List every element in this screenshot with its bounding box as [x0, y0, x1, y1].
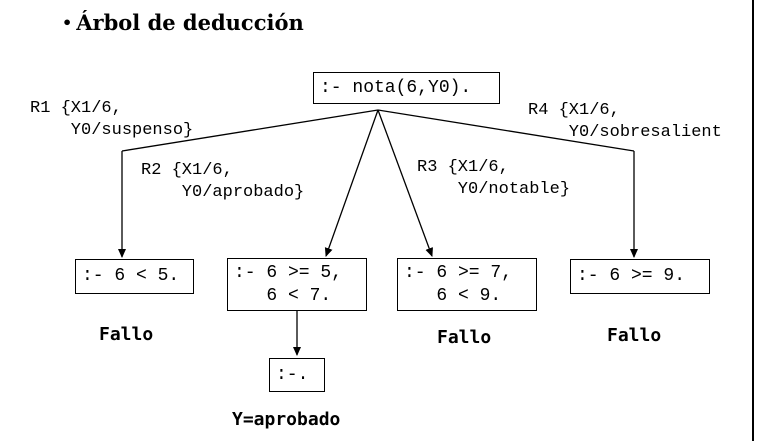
edge-arrow-r1 [121, 109, 379, 152]
goal-box-2: :- 6 >= 5, 6 < 7. [227, 258, 367, 311]
fail-label-4: Fallo [607, 325, 662, 346]
fail-label-3: Fallo [437, 327, 492, 348]
edge-label-r3-subst: Y0/notable} [417, 180, 571, 199]
edge-arrow-r2 [324, 109, 379, 257]
edge-arrow-r4 [377, 109, 635, 152]
edge-label-r2: R2 {X1/6, Y0/aprobado} [141, 160, 304, 204]
edge-arrow-r3 [377, 109, 433, 257]
edge-label-r3: R3 {X1/6, Y0/notable} [417, 157, 570, 201]
edge-label-r4-rule: R4 {X1/6, [528, 101, 620, 120]
edge-label-r2-rule: R2 {X1/6, [141, 161, 233, 180]
goal-box-3: :- 6 >= 7, 6 < 9. [397, 258, 537, 311]
edge-label-r2-subst: Y0/aprobado} [141, 183, 305, 202]
answer-label: Y=aprobado [232, 409, 341, 430]
edge-label-r1: R1 {X1/6, Y0/suspenso} [30, 98, 193, 142]
edge-label-r4: R4 {X1/6, Y0/sobresalient [528, 100, 722, 144]
page-margin-line [752, 0, 754, 441]
goal-box-1: :- 6 < 5. [75, 259, 194, 294]
edge-label-r1-rule: R1 {X1/6, [30, 99, 122, 118]
bullet-icon: • [62, 13, 73, 32]
fail-label-1: Fallo [99, 324, 154, 345]
goal-box-4: :- 6 >= 9. [570, 259, 710, 294]
title-text: Árbol de deducción [76, 10, 304, 35]
root-goal-box: :- nota(6,Y0). [313, 72, 500, 104]
edge-label-r3-rule: R3 {X1/6, [417, 158, 509, 177]
edge-label-r4-subst: Y0/sobresalient [528, 123, 722, 142]
section-title: •Árbol de deducción [62, 10, 304, 35]
empty-goal-box: :-. [269, 358, 325, 392]
edge-label-r1-subst: Y0/suspenso} [30, 121, 194, 140]
